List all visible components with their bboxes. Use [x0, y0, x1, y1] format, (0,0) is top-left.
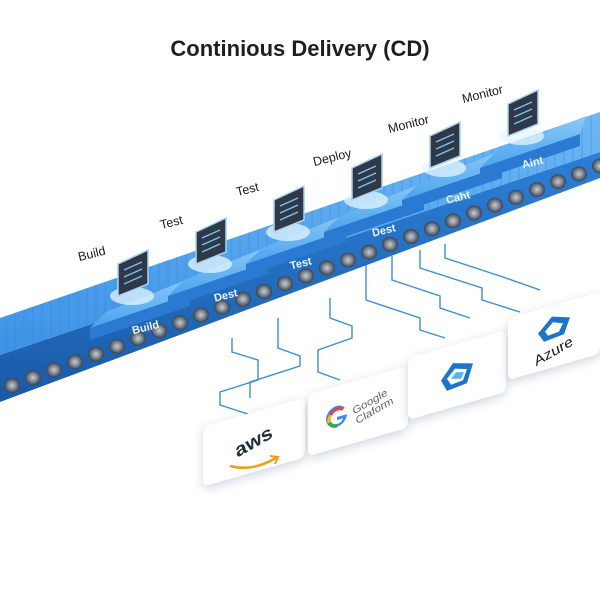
belt-roller	[172, 315, 188, 331]
stage-platform	[168, 216, 274, 308]
page-title: Continious Delivery (CD)	[170, 36, 430, 61]
belt-roller	[466, 205, 482, 221]
belt-roller	[109, 338, 125, 354]
belt-roller	[361, 244, 377, 260]
cloud-logo-icon	[441, 363, 473, 391]
belt-roller	[214, 299, 230, 315]
google-cloud-label: Google Claform	[351, 386, 394, 427]
connector-lines	[219, 244, 541, 415]
stage-platform	[246, 184, 352, 276]
google-g-icon	[325, 405, 347, 428]
belt-roller	[487, 197, 503, 213]
belt-roller	[319, 260, 335, 276]
belt-roller	[4, 378, 20, 394]
belt-roller	[508, 189, 524, 205]
belt-roller	[571, 166, 587, 182]
belt-roller	[592, 158, 600, 174]
belt-roller	[88, 346, 104, 362]
stage-platforms	[90, 88, 586, 340]
belt-roller	[235, 291, 251, 307]
belt-roller	[256, 283, 272, 299]
belt-roller	[25, 370, 41, 386]
belt-roller	[403, 229, 419, 245]
belt-roller	[445, 213, 461, 229]
belt-roller	[67, 354, 83, 370]
stage-platform	[480, 88, 586, 180]
belt-roller	[46, 362, 62, 378]
stage-platform	[324, 152, 430, 244]
belt-roller	[193, 307, 209, 323]
belt-roller	[550, 174, 566, 190]
belt-roller	[298, 268, 314, 284]
stage-platform	[90, 248, 196, 340]
azure-logo-icon	[538, 316, 570, 342]
belt-roller	[277, 276, 293, 292]
aws-smile-icon	[229, 455, 280, 469]
belt-rollers	[4, 158, 600, 394]
belt-roller	[382, 236, 398, 252]
cloud-provider-card	[408, 329, 506, 421]
belt-roller	[424, 221, 440, 237]
stage-platform	[402, 120, 508, 212]
azure-card: Azure	[508, 291, 600, 381]
belt-roller	[151, 323, 167, 339]
belt-roller	[340, 252, 356, 268]
belt-roller	[529, 182, 545, 198]
google-cloud-card: Google Claform	[308, 365, 408, 457]
belt-roller	[130, 330, 146, 346]
